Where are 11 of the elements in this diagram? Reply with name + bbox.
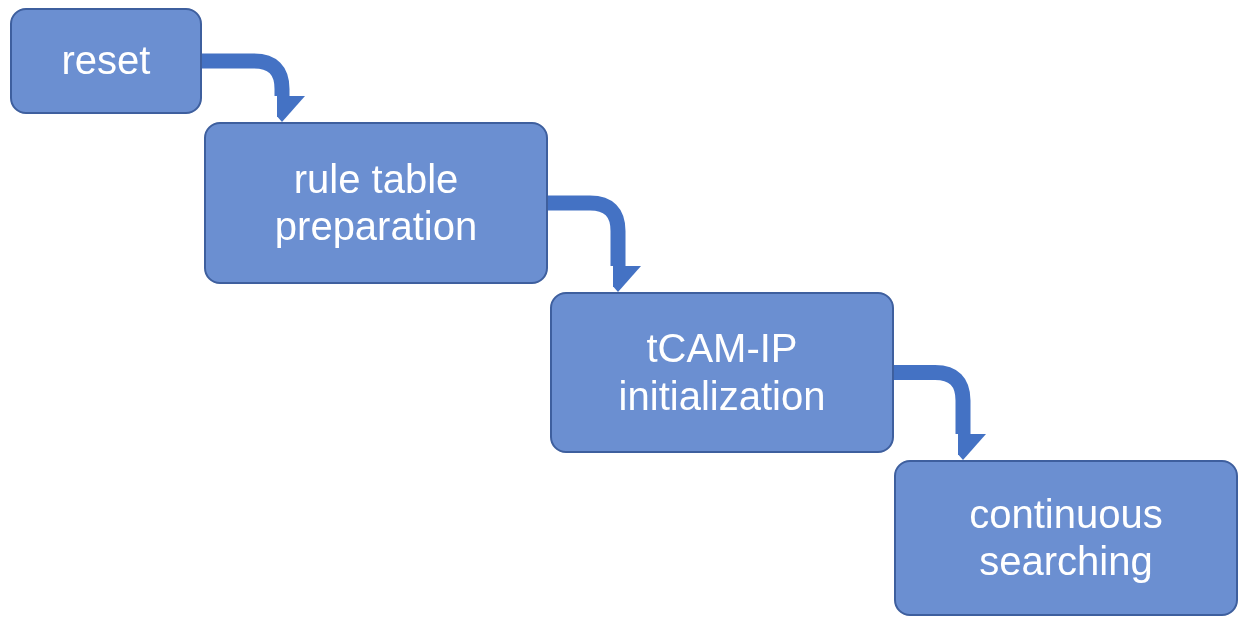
process-box	[10, 8, 202, 114]
step-label: continuous searching	[968, 490, 1164, 585]
process-box	[550, 292, 894, 453]
process-box	[204, 122, 548, 284]
bent-arrow	[548, 195, 641, 292]
step-label: reset	[61, 37, 151, 85]
step-label: tCAM-IP initialization	[617, 325, 827, 420]
process-box	[894, 460, 1238, 616]
step-label: rule table preparation	[273, 155, 479, 250]
bent-arrow	[894, 365, 986, 460]
bent-arrow	[202, 53, 305, 122]
